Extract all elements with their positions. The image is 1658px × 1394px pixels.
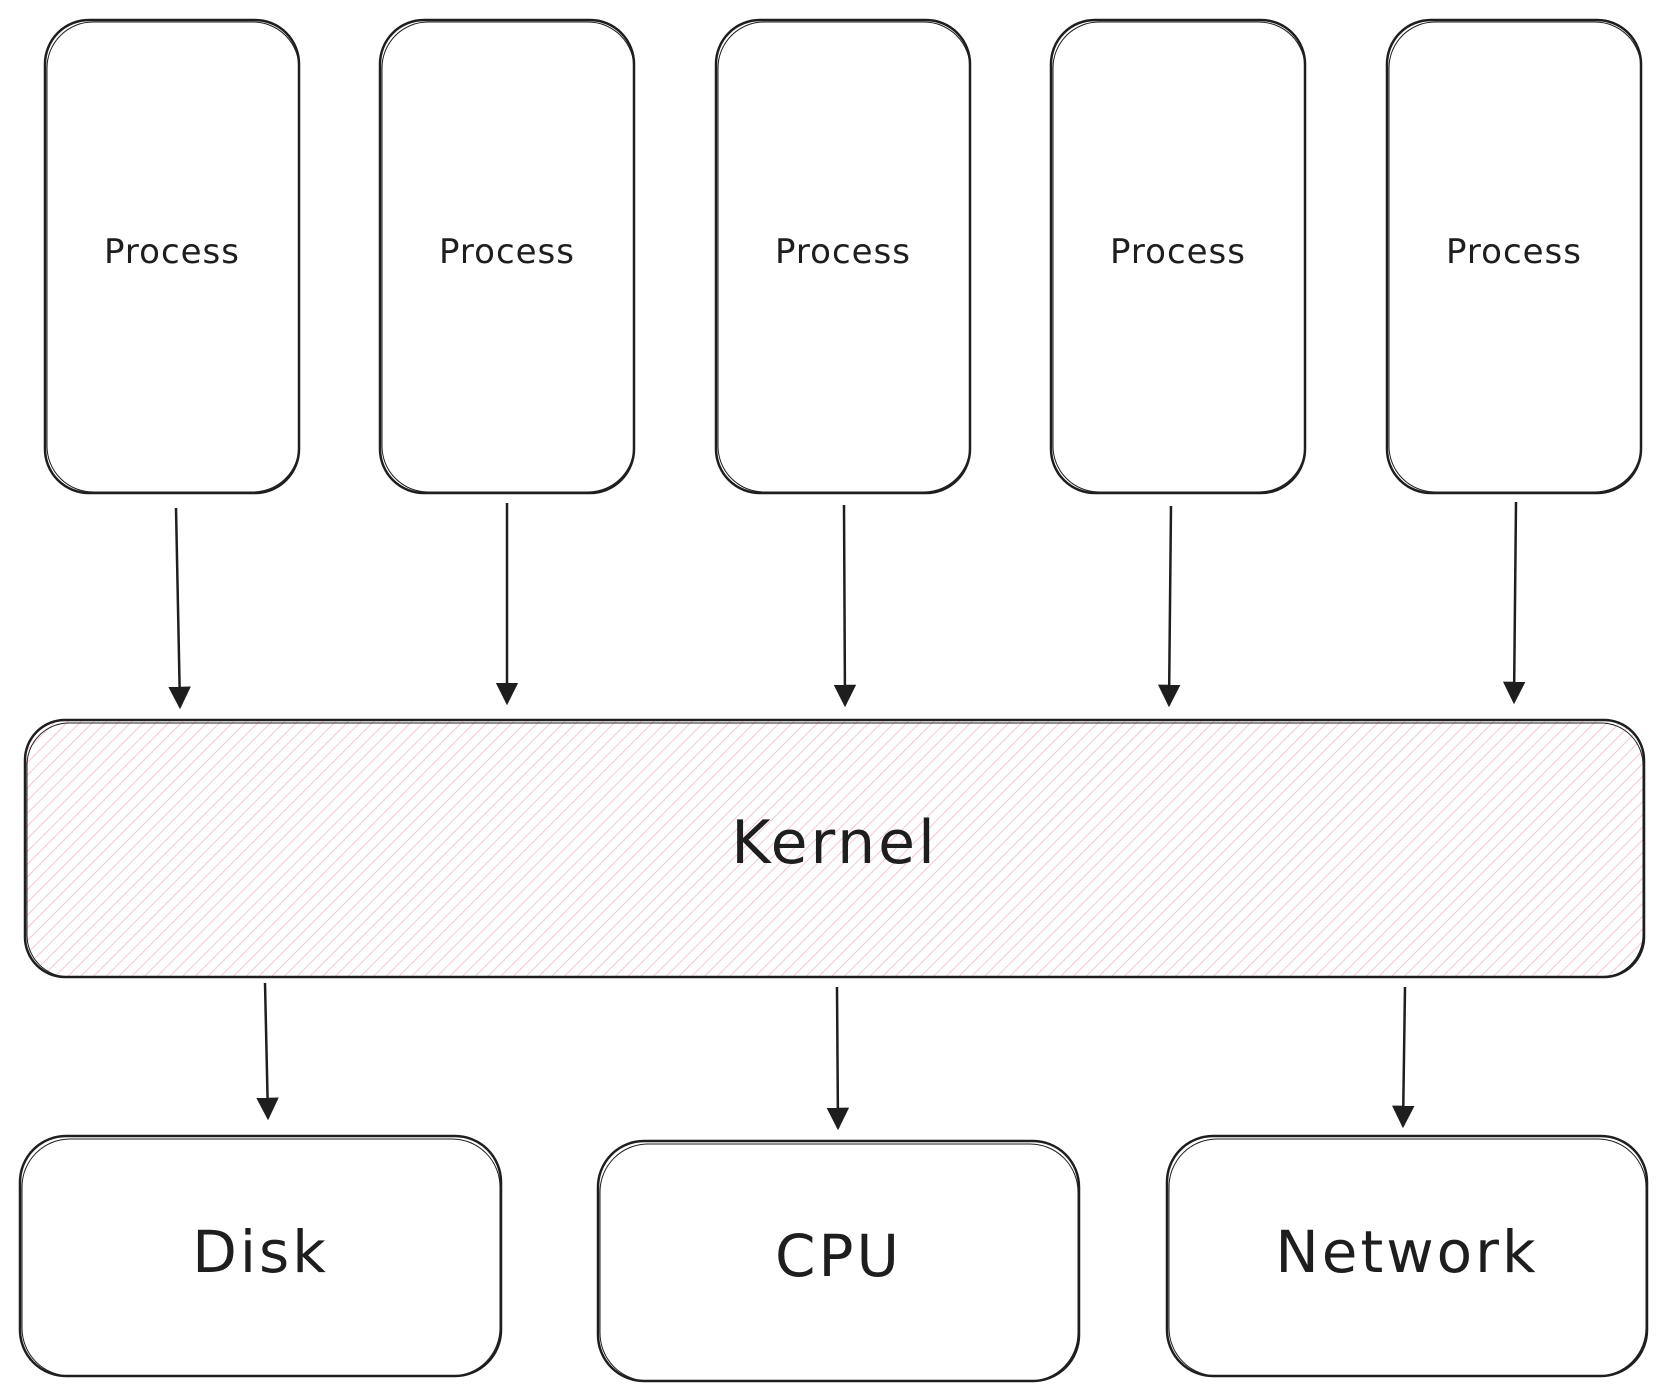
process-label: Process xyxy=(1110,232,1246,272)
arrow-kernel-to-disk xyxy=(256,982,279,1121)
process-box xyxy=(714,18,972,495)
process-label: Process xyxy=(439,232,575,272)
cpu-label: CPU xyxy=(775,1222,902,1290)
cpu-box xyxy=(596,1139,1081,1383)
kernel-box xyxy=(23,718,1646,979)
network-label: Network xyxy=(1275,1218,1539,1286)
arrow-kernel-to-cpu xyxy=(826,986,850,1131)
disk-box xyxy=(18,1134,503,1378)
process-label: Process xyxy=(775,232,911,272)
arrow-process-to-kernel xyxy=(1157,505,1181,708)
process-box xyxy=(1385,18,1643,495)
arrow-process-to-kernel xyxy=(1502,501,1526,705)
process-label: Process xyxy=(104,232,240,272)
arrow-process-to-kernel xyxy=(833,504,857,708)
network-box xyxy=(1165,1134,1649,1378)
arrow-kernel-to-network xyxy=(1392,986,1415,1129)
process-label: Process xyxy=(1446,232,1582,272)
process-box xyxy=(1049,18,1307,495)
arrow-process-to-kernel xyxy=(168,507,191,710)
process-box xyxy=(43,18,301,495)
process-box xyxy=(378,18,636,495)
kernel-label: Kernel xyxy=(731,808,938,878)
disk-label: Disk xyxy=(192,1218,329,1286)
